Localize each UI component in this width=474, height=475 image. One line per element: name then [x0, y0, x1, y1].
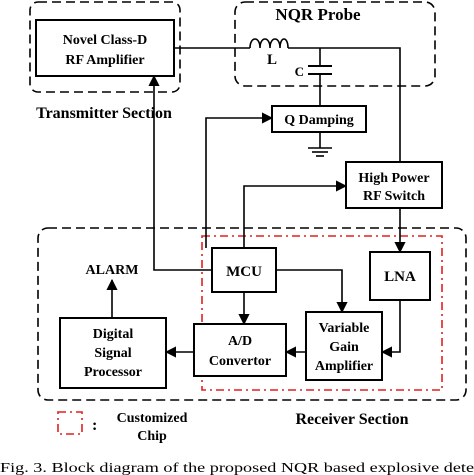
lna-label: LNA	[384, 269, 416, 285]
adc-label-line1: A/D	[228, 334, 252, 349]
wire-mcu-to-qdamp	[205, 112, 274, 248]
alarm-label: ALARM	[86, 263, 139, 278]
q-damping-label: Q Damping	[284, 113, 354, 128]
mcu-label: MCU	[226, 264, 262, 280]
customized-chip-outline	[201, 235, 443, 391]
inductor-label: L	[267, 52, 277, 68]
amplifier-label-line2: RF Amplifier	[65, 53, 144, 68]
nqr-probe-outline	[234, 1, 436, 87]
legend-label-line1: Customized	[117, 411, 188, 426]
receiver-section-outline	[37, 227, 467, 401]
vga-label-line1: Variable	[319, 321, 370, 336]
rf-switch-label-line1: High Power	[358, 171, 429, 186]
inductor-coil	[249, 38, 289, 49]
wire-lna-to-vga	[380, 300, 401, 358]
wire-mcu-to-switch	[243, 180, 348, 248]
dsp-block: Digital Signal Processor	[59, 317, 167, 389]
vga-label-line2: Gain	[329, 340, 359, 355]
signal-wires	[106, 47, 406, 358]
dsp-label-line3: Processor	[84, 365, 142, 380]
q-damping-block: Q Damping	[271, 105, 367, 133]
figure-caption: Fig. 3. Block diagram of the proposed NQ…	[0, 461, 474, 475]
legend-colon: :	[92, 417, 97, 434]
ground-icon	[308, 147, 332, 157]
transmitter-section-label: Transmitter Section	[36, 105, 172, 122]
mcu-block: MCU	[211, 247, 277, 293]
rf-switch-label-line2: RF Switch	[363, 189, 425, 204]
vga-block: Variable Gain Amplifier	[305, 311, 383, 381]
receiver-section-label: Receiver Section	[296, 411, 409, 428]
wire-mcu-to-amp	[148, 74, 212, 271]
legend-label-line2: Chip	[137, 429, 167, 444]
dsp-label-line2: Signal	[94, 346, 131, 361]
amplifier-block: Novel Class-D RF Amplifier	[35, 19, 175, 77]
wire-coil-to-switch	[288, 47, 401, 162]
transmitter-section-outline	[29, 1, 181, 93]
dsp-label-line1: Digital	[93, 327, 134, 342]
amplifier-label-line1: Novel Class-D	[63, 33, 147, 48]
adc-label-line2: Convertor	[209, 354, 271, 369]
rf-switch-block: High Power RF Switch	[345, 161, 443, 209]
adc-block: A/D Convertor	[193, 323, 287, 377]
wire-mcu-to-vga	[276, 269, 348, 314]
legend-chip-swatch	[57, 411, 83, 435]
capacitor-label: C	[295, 64, 304, 79]
vga-label-line3: Amplifier	[315, 359, 373, 374]
nqr-probe-label: NQR Probe	[275, 5, 361, 24]
lna-block: LNA	[369, 251, 431, 301]
